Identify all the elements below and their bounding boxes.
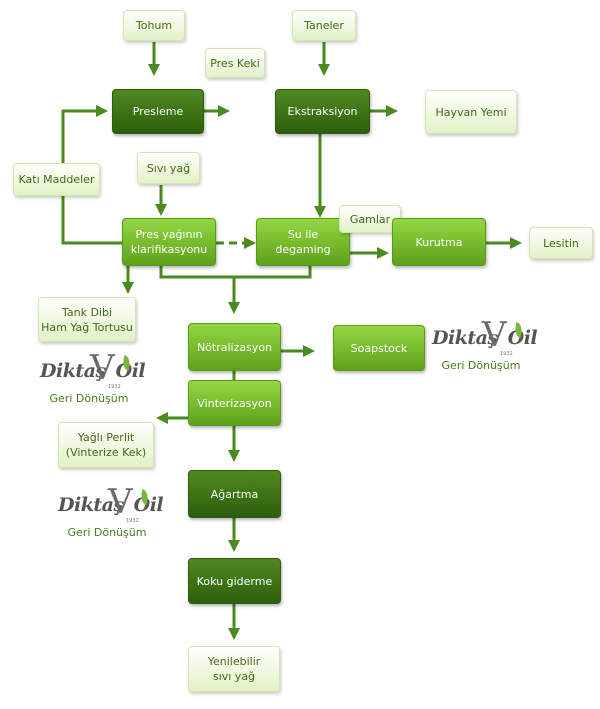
logo-v-icon: V (90, 348, 115, 388)
node-pres-keki: Pres Keki (205, 48, 265, 78)
node-pres-yaginin-klarifikasyonu: Pres yağının klarifikasyonu (122, 218, 216, 266)
logo-brand-right: Oil (507, 327, 538, 349)
logo-brand-left: Diktaş (58, 494, 124, 516)
logo-v-icon: V (108, 482, 133, 522)
logo-diktas-oil-1: Diktaş Oil V 1932 Geri Dönüşüm (34, 348, 146, 405)
node-su-ile-degaming: Su ile degaming (256, 218, 350, 266)
logo-brand-left: Diktaş (432, 327, 498, 349)
logo-caption: Geri Dönüşüm (67, 526, 147, 539)
logo-mark: Diktaş Oil V 1932 (426, 315, 538, 361)
node-tohum: Tohum (123, 10, 185, 41)
node-kati-maddeler: Katı Maddeler (13, 163, 100, 196)
arrow-kati-up (61, 105, 108, 163)
node-agartma: Ağartma (188, 470, 281, 518)
node-soapstock: Soapstock (333, 325, 425, 371)
logo-caption: Geri Dönüşüm (441, 359, 521, 372)
node-gamlar: Gamlar (339, 205, 401, 233)
logo-caption: Geri Dönüşüm (49, 392, 129, 405)
logo-mark: Diktaş Oil V 1932 (34, 348, 146, 394)
node-tank-dibi: Tank Dibi Ham Yağ Tortusu (38, 297, 136, 342)
node-ekstraksiyon: Ekstraksiyon (275, 89, 370, 134)
node-hayvan-yemi: Hayvan Yemi (425, 90, 517, 134)
logo-diktas-oil-2: Diktaş Oil V 1932 Geri Dönüşüm (426, 315, 538, 372)
node-lesitin: Lesitin (529, 227, 593, 259)
node-notralizasyon: Nötralizasyon (188, 323, 281, 371)
node-koku-giderme: Koku giderme (188, 558, 281, 604)
node-kurutma: Kurutma (392, 218, 486, 266)
logo-brand-left: Diktaş (40, 360, 106, 382)
logo-brand-right: Oil (115, 360, 146, 382)
logo-diktas-oil-3: Diktaş Oil V 1932 Geri Dönüşüm (52, 482, 164, 539)
node-sivi-yag: Sıvı yağ (137, 152, 200, 184)
logo-year: 1932 (108, 384, 121, 390)
arrow-bracket (159, 266, 312, 279)
logo-v-icon: V (482, 315, 507, 355)
logo-year: 1932 (500, 351, 513, 357)
arrow-kati-loop (61, 196, 122, 245)
logo-brand-right: Oil (133, 494, 164, 516)
node-taneler: Taneler (292, 10, 356, 41)
node-yagli-perlit: Yağlı Perlit (Vinterize Kek) (58, 422, 154, 468)
logo-mark: Diktaş Oil V 1932 (52, 482, 164, 528)
logo-year: 1932 (126, 518, 139, 524)
node-presleme: Presleme (112, 89, 204, 134)
node-yenilebilir-sivi-yag: Yenilebilir sıvı yağ (188, 646, 280, 692)
node-vinterizasyon: Vinterizasyon (188, 380, 281, 426)
